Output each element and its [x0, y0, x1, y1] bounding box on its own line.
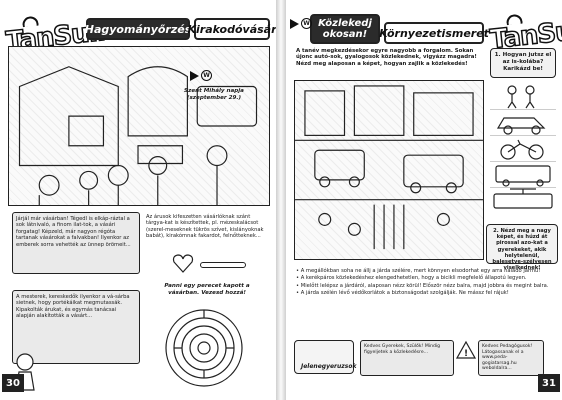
market-illustration — [8, 46, 270, 206]
maze-puzzle[interactable] — [148, 300, 260, 390]
street-scene — [295, 85, 483, 250]
left-page: TanSuli Hagyományőrzés Kirakodóvásár — [0, 0, 276, 400]
page-number-right: 31 — [538, 374, 560, 392]
footer-badge: Jelenegyeruzsok — [294, 340, 357, 374]
bullet-item: • Mielőtt lelépsz a járdáról, alaposan n… — [296, 282, 549, 289]
w-badge-right: W — [301, 18, 312, 29]
bullet-item: • A kerékpáros közlekedéshez elengedhete… — [296, 275, 527, 282]
bullet-text: A megállókban soha ne állj a járda szélé… — [300, 268, 541, 274]
footer-note-parents: Kedves Gyerekek, Szülők! Mindig figyelje… — [360, 340, 454, 376]
option-walking[interactable] — [490, 84, 556, 110]
footer-note-teachers: Kedves Pedagógusok! Látogassanak el a ww… — [478, 340, 544, 376]
question-1: 1. Hogyan jutsz el az is-kolába? Karikáz… — [490, 48, 556, 78]
speech-note: Szent Mihály napja (szeptember 29.) — [184, 88, 244, 101]
option-bike[interactable] — [490, 136, 556, 162]
market-scene — [18, 66, 258, 205]
option-bus[interactable] — [490, 162, 556, 188]
tab-hagyomanyorzes: Hagyományőrzés — [85, 18, 191, 40]
tab-kirakodovasar: Kirakodóvásár — [187, 18, 276, 40]
right-page: Közlekedj okosan! Környezetismeret TanSu… — [286, 0, 562, 400]
warning-icon: ! — [455, 340, 477, 374]
arrow-right-icon — [190, 70, 199, 81]
option-tram[interactable] — [490, 188, 556, 214]
maze-caption: Panni egy perecet kapott a vásárban. Vez… — [164, 283, 250, 296]
bullet-item: • A járda szélén lévő védőkorlátok a biz… — [296, 290, 509, 297]
bullet-text: A járda szélén lévő védőkorlátok a bizto… — [300, 290, 509, 297]
hat-icon-right — [505, 13, 523, 26]
intro-text: A tanév megkezdésekor egyre nagyobb a fo… — [296, 48, 477, 67]
safety-bullets: • A megállókban soha ne állj a járda szé… — [296, 268, 558, 298]
text-box-bottom: A mesterek, kereskedők ilyenkor a vá-sár… — [12, 290, 140, 364]
text-middle: Az árusok kifeszetten vásárlóknak szánt … — [146, 214, 264, 240]
bullet-text: Mielőtt lelépsz a járdáról, alaposan néz… — [300, 282, 549, 289]
traffic-illustration — [294, 80, 484, 260]
question-2: 2. Nézd meg a nagy képet, és húzd át pir… — [486, 224, 558, 271]
arrow-w-right: W — [290, 18, 312, 29]
hat-icon — [21, 15, 39, 28]
heart-icon — [172, 254, 194, 274]
svg-text:!: ! — [464, 349, 468, 359]
tab-kornyezetismeret: Környezetismeret — [379, 22, 489, 44]
footer-left-label: Jelenegyeruzsok — [301, 363, 357, 370]
text-box-intro: Járjál már vásárban! Tégedl is elkáp-ráz… — [12, 212, 140, 274]
spine-gutter — [276, 0, 286, 400]
sword-icon — [200, 262, 246, 268]
option-car[interactable] — [490, 110, 556, 136]
bullet-item: • A megállókban soha ne állj a járda szé… — [296, 268, 541, 274]
arrow-right-icon-2 — [290, 18, 299, 29]
arrow-w-left: W — [190, 70, 212, 81]
bullet-text: A kerékpáros közlekedéshez elengedhetetl… — [300, 275, 527, 282]
vehicle-options — [490, 84, 556, 224]
w-badge: W — [201, 70, 212, 81]
tab-kozlekedj-okosan: Közlekedj okosan! — [310, 14, 380, 44]
page-number-left: 30 — [2, 374, 24, 392]
